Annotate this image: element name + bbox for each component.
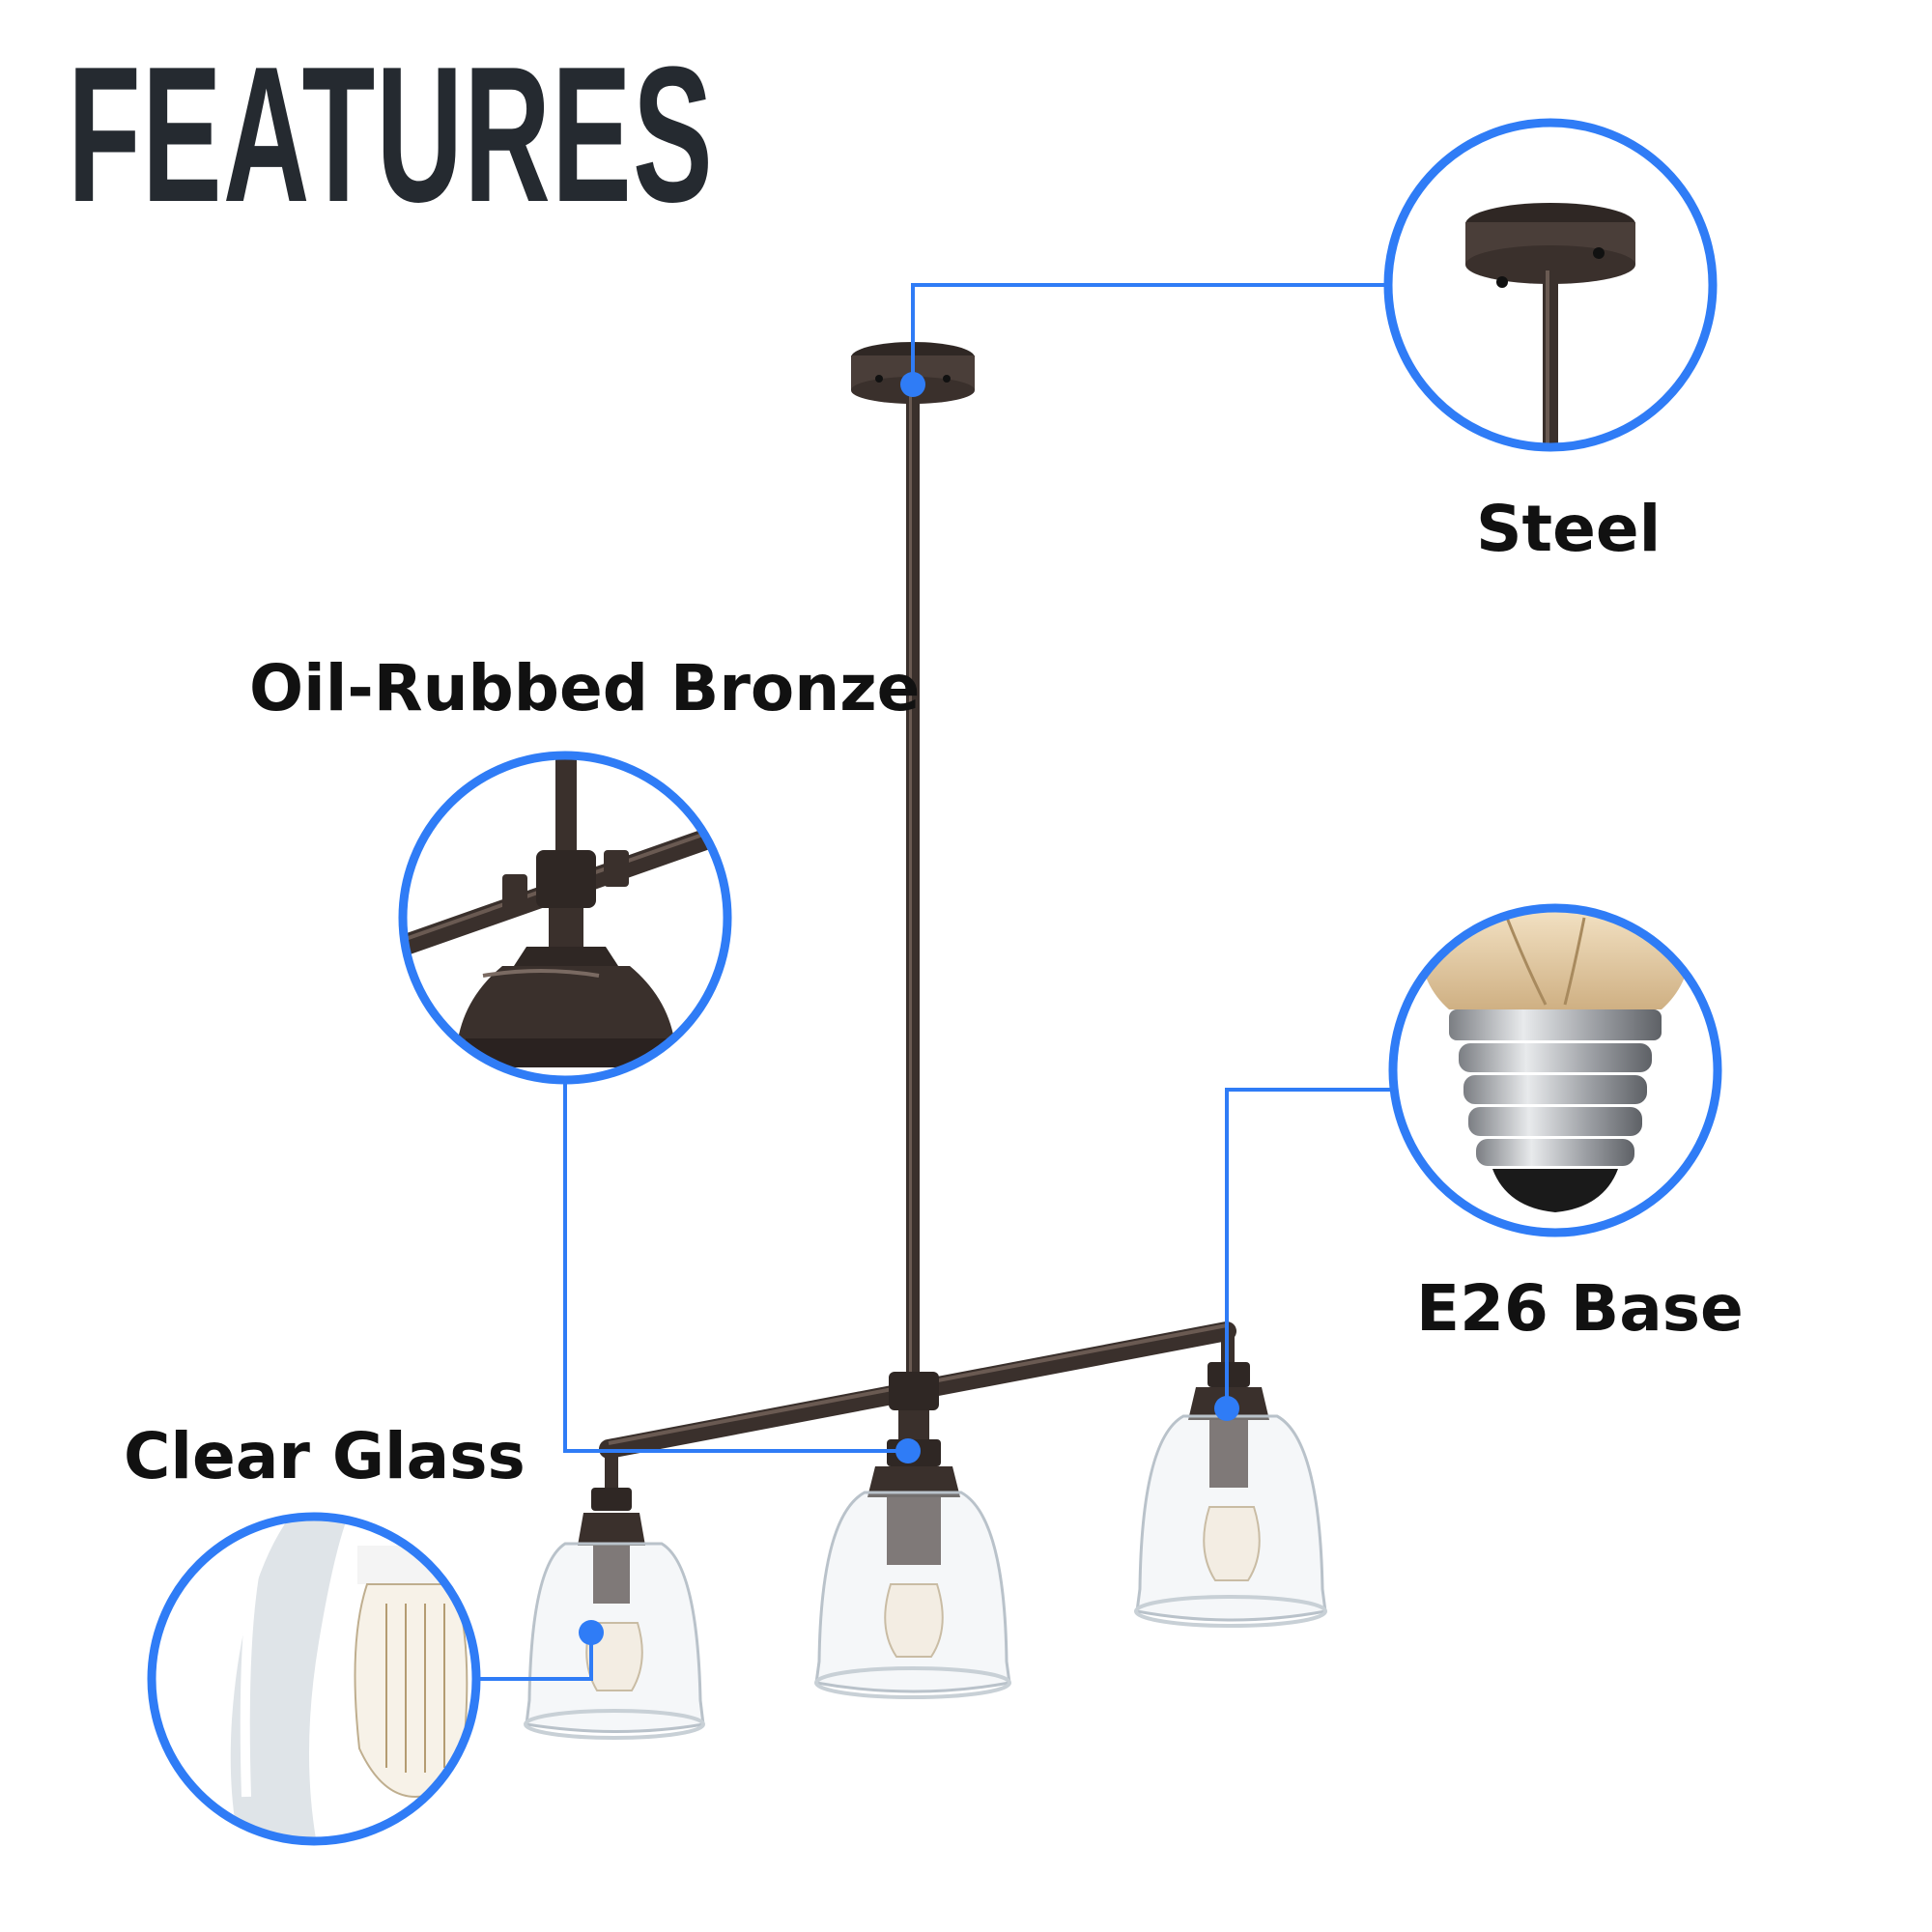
glass-shade-detail-icon — [152, 1517, 476, 1841]
canopy-detail-icon — [1388, 123, 1713, 447]
callout-steel — [1383, 118, 1718, 452]
callout-glass — [147, 1512, 481, 1846]
chandelier-fixture — [524, 342, 1327, 1740]
connector-finish — [563, 1080, 908, 1453]
label-steel: Steel — [1476, 492, 1662, 566]
pendant-left — [524, 1449, 705, 1740]
pendant-right — [1134, 1331, 1327, 1628]
callout-finish — [398, 751, 732, 1085]
dot-base — [1214, 1396, 1239, 1421]
label-finish: Oil-Rubbed Bronze — [249, 651, 921, 725]
page-title: FEATURES — [68, 27, 714, 242]
connector-base — [1225, 1088, 1393, 1408]
connector-glass — [476, 1633, 593, 1681]
connector-steel — [911, 283, 1388, 384]
socket-joint-detail-icon — [403, 755, 727, 1080]
dot-glass — [579, 1620, 604, 1645]
callout-base — [1388, 903, 1722, 1237]
label-base: E26 Base — [1416, 1271, 1744, 1346]
dot-steel — [900, 372, 925, 397]
label-glass: Clear Glass — [124, 1419, 526, 1493]
pendant-center — [814, 1439, 1011, 1699]
bulb-base-detail-icon — [1393, 908, 1718, 1233]
callout-dots — [579, 372, 1239, 1645]
callout-connectors — [476, 283, 1393, 1681]
dot-finish — [895, 1438, 921, 1463]
downrod — [906, 396, 920, 1391]
